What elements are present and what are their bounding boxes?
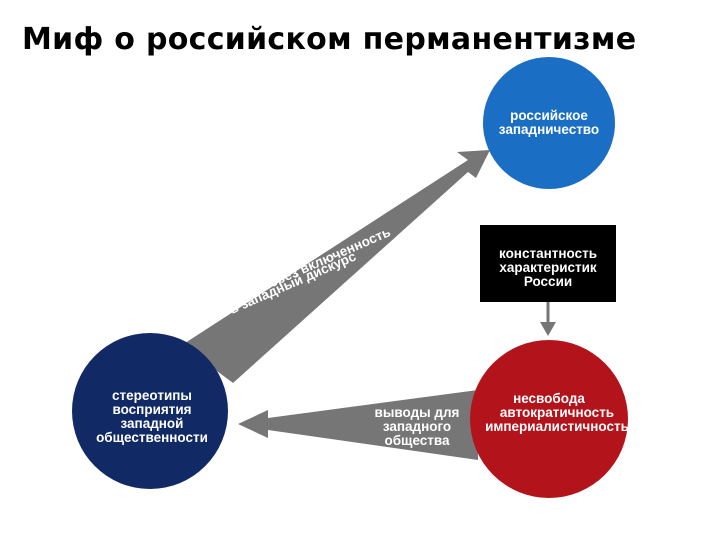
unfreedom-node: несвобода автократичность империалистичн…: [470, 340, 629, 498]
constancy-box: [480, 225, 616, 302]
russian-westernism-line1: российское: [510, 108, 588, 123]
russian-westernism-line2: западничество: [499, 122, 599, 137]
constancy-down-arrow: [540, 302, 556, 336]
constancy-line1: константность: [499, 246, 597, 261]
stereotypes-node: стереотипы восприятия западной обществен…: [72, 333, 228, 489]
stereotypes-line3: западной: [121, 416, 184, 431]
slide-title: Миф о российском перманентизме: [22, 22, 637, 57]
russian-westernism-circle: [483, 57, 615, 189]
unfreedom-line3: империалистичность: [485, 419, 629, 434]
constancy-down-arrow-head: [540, 322, 556, 336]
constancy-line2: характеристик: [499, 260, 597, 275]
translation-arrow: трансляциячерез включенность в западный …: [182, 150, 490, 383]
stereotypes-circle: [72, 333, 228, 489]
russian-westernism-node: российское западничество: [483, 57, 615, 189]
conclusions-arrow-label-line1: выводы для: [375, 405, 460, 420]
constancy-line3: России: [524, 274, 572, 289]
constancy-node: константность характеристик России: [480, 225, 616, 302]
conclusions-arrow-label-line3: общества: [384, 433, 450, 448]
conclusions-arrow-label-line2: западного: [383, 419, 451, 434]
stereotypes-line1: стереотипы: [112, 388, 192, 403]
unfreedom-circle: [470, 340, 628, 498]
stereotypes-line4: общественности: [96, 430, 208, 445]
conclusions-arrow: выводы для западного общества: [238, 390, 478, 460]
unfreedom-line2: автократичность: [500, 405, 614, 420]
stereotypes-line2: восприятия: [112, 402, 191, 417]
unfreedom-line1: несвобода: [513, 391, 585, 406]
translation-arrow-shape: [182, 150, 490, 383]
conclusions-arrow-shape: [238, 390, 478, 460]
